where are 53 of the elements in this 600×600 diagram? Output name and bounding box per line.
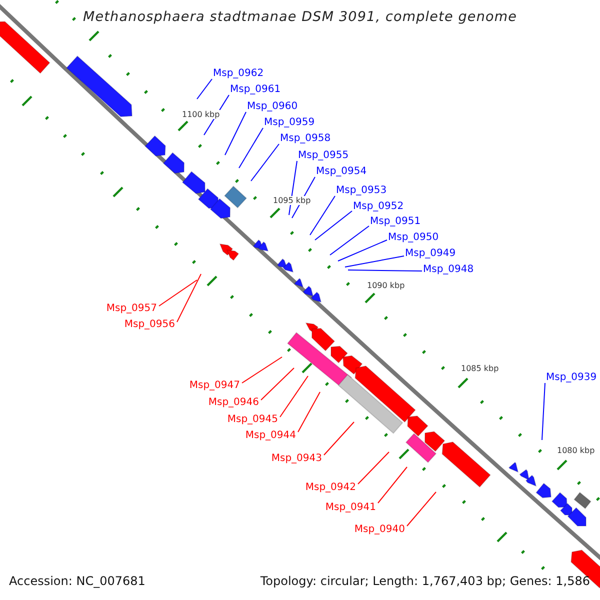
gene-label: Msp_0947: [189, 378, 240, 392]
gene-label: Msp_0948: [423, 262, 474, 276]
leader-line: [298, 392, 320, 432]
gene-label: Msp_0960: [247, 100, 298, 112]
leader-line: [338, 240, 388, 262]
leader-line: [242, 356, 282, 384]
leader-line: [542, 382, 546, 440]
gene-label: Msp_0955: [298, 148, 349, 162]
gene-label: Msp_0953: [336, 184, 387, 196]
leader-line: [158, 280, 198, 306]
gene-label: Msp_0958: [280, 132, 331, 144]
gene-label: Msp_0945: [227, 412, 278, 426]
leader-line: [196, 78, 212, 100]
gene-label: Msp_0943: [271, 452, 322, 464]
leader-line: [280, 376, 308, 418]
gene-label: Msp_0944: [245, 428, 296, 442]
leader-line: [330, 226, 370, 256]
scale-label: 1100 kbp: [181, 110, 221, 119]
gene-label: Msp_0961: [230, 82, 281, 96]
leader-line: [310, 196, 336, 236]
gene-label: Msp_0952: [353, 200, 404, 212]
gene-label: Msp_0942: [305, 480, 356, 494]
gene-label: Msp_0940: [354, 522, 405, 536]
gene-label: Msp_0949: [405, 246, 456, 260]
gene-label: Msp_0941: [325, 500, 376, 514]
leader-line: [344, 256, 404, 268]
gene-label: Msp_0956: [124, 318, 175, 330]
scale-label: 1090 kbp: [366, 281, 406, 290]
leader-line: [348, 270, 422, 272]
leader-line: [358, 452, 390, 484]
gene-label: Msp_0957: [106, 302, 157, 314]
footer-text: Accession: NC_007681: [9, 574, 146, 588]
leader-line: [176, 274, 202, 322]
gene-label: Msp_0939: [546, 370, 597, 384]
gene-label: Msp_0950: [388, 230, 439, 244]
leader-line: [378, 466, 408, 504]
leader-line: [250, 144, 280, 182]
scale-label: 1085 kbp: [460, 364, 500, 373]
gene-label: Msp_0962: [213, 66, 264, 80]
leader-line: [238, 128, 264, 168]
leader-line: [406, 492, 436, 526]
leader-line: [314, 210, 352, 240]
leader-line: [260, 368, 294, 400]
footer-text: Topology: circular; Length: 1,767,403 bp; Genes: 1,586: [260, 574, 590, 588]
scale-label: 1095 kbp: [272, 196, 312, 205]
gene-label: Msp_0959: [264, 116, 315, 128]
leader-line: [324, 422, 354, 456]
gene-label: Msp_0954: [316, 164, 367, 178]
scale-label: 1080 kbp: [556, 446, 596, 455]
gene-label: Msp_0951: [370, 214, 421, 228]
diagram-title: Methanosphaera stadtmanae DSM 3091, complete genome: [82, 9, 518, 25]
leader-line: [224, 112, 246, 156]
gene-label: Msp_0946: [208, 396, 259, 408]
